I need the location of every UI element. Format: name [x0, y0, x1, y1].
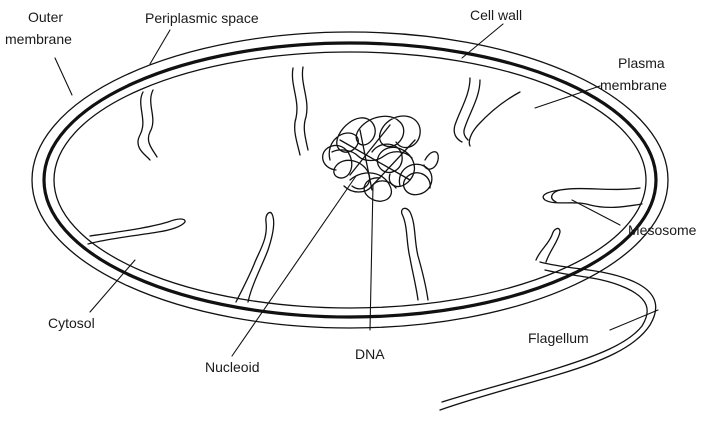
label-cytosol: Cytosol	[48, 315, 95, 331]
label-mesosome: Mesosome	[628, 222, 697, 238]
leader-outer-membrane	[55, 58, 72, 95]
infolding-top-right-inner	[464, 80, 480, 140]
infolding-top-left	[138, 92, 150, 160]
label-periplasmic-space: Periplasmic space	[145, 10, 259, 26]
infolding-bottom-b	[402, 208, 428, 300]
leader-lines	[55, 24, 658, 356]
nucleoid-dna-tangle	[323, 116, 439, 201]
label-cell-wall: Cell wall	[470, 7, 522, 23]
infolding-bottom-a	[236, 212, 274, 302]
label-outer-membrane-1: Outer	[28, 9, 63, 25]
label-flagellum: Flagellum	[528, 330, 589, 346]
leader-mesosome	[572, 200, 620, 225]
infolding-top-left-inner	[148, 90, 157, 157]
label-nucleoid: Nucleoid	[205, 359, 259, 375]
infolding-bottom-right	[536, 228, 560, 262]
infolding-right-upper	[469, 92, 520, 146]
label-outer-membrane-2: membrane	[5, 31, 72, 47]
label-plasma-membrane-1: Plasma	[618, 55, 665, 71]
leader-flagellum	[610, 310, 658, 330]
label-dna: DNA	[355, 346, 385, 362]
infolding-top-center-inner	[302, 67, 308, 150]
infolding-bottom-left	[88, 219, 185, 244]
infolding-top-center	[292, 68, 300, 155]
infolding-top-right	[454, 78, 470, 142]
label-plasma-membrane-2: membrane	[600, 77, 667, 93]
leader-nucleoid	[232, 176, 356, 356]
leader-cell-wall	[462, 24, 503, 58]
